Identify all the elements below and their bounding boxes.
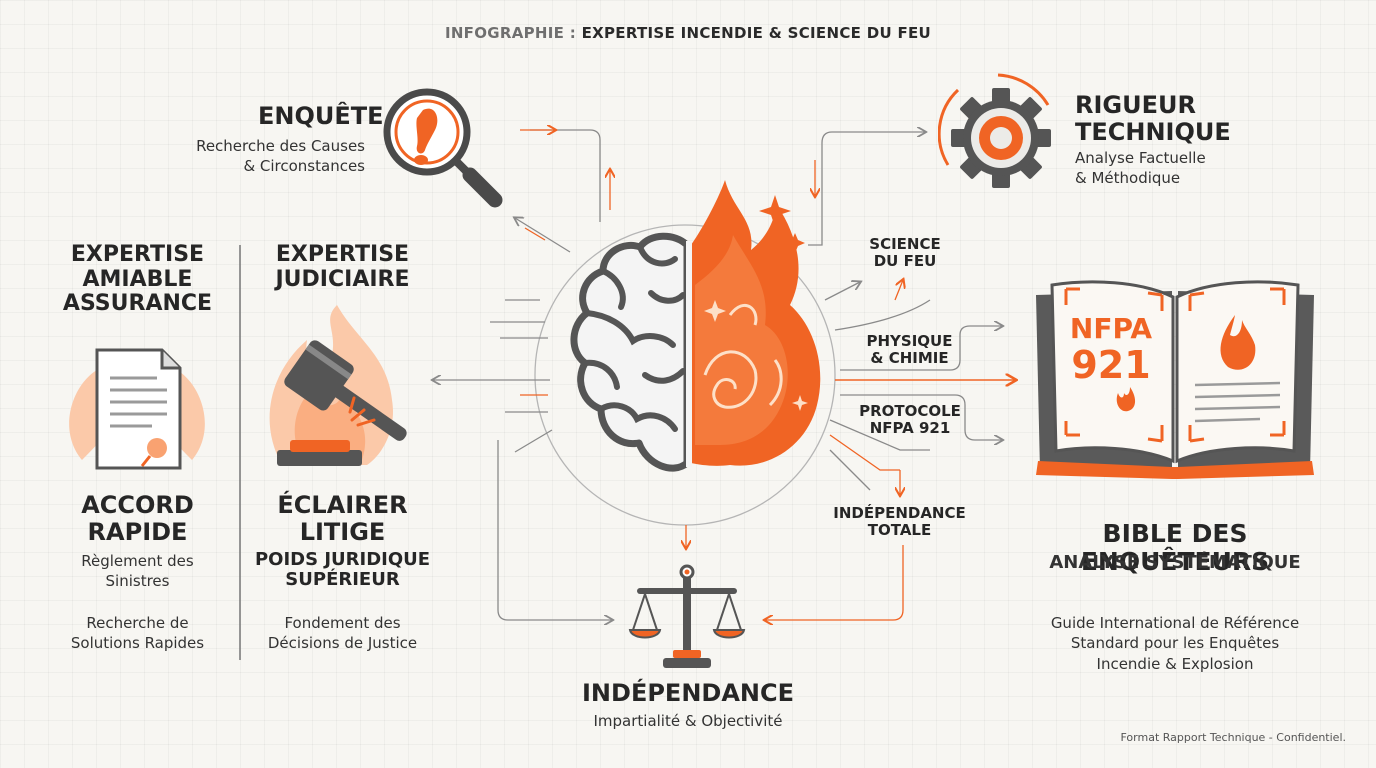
gear-icon (938, 73, 1051, 188)
book-icon (1036, 280, 1314, 479)
amiable-sub-4: Solutions Rapides (70, 634, 205, 653)
brain-flame-icon (570, 180, 821, 472)
amiable-result-1: ACCORD (81, 491, 194, 519)
node-physique-2: & CHIMIE (870, 349, 949, 368)
amiable-result-2: RAPIDE (87, 517, 188, 546)
amiable-title-3: ASSURANCE (62, 291, 213, 317)
independance-title: INDÉPENDANCE (582, 679, 794, 707)
rigueur-line-1: Analyse Factuelle (1075, 149, 1206, 167)
bible-line-2: Standard pour les Enquêtes (1070, 634, 1280, 653)
judiciaire-title-1: EXPERTISE (275, 242, 410, 267)
bible-description: Guide International de Référence Standar… (1010, 613, 1340, 674)
amiable-sub-2: Sinistres (105, 572, 170, 591)
node-science-1: SCIENCE (869, 235, 941, 253)
amiable-sub-3: Recherche de (86, 614, 189, 632)
enquete-title: ENQUÊTE (258, 102, 384, 130)
node-physique-1: PHYSIQUE (866, 332, 953, 350)
amiable-result: ACCORD RAPIDE (40, 492, 235, 546)
judiciaire-result-2: LITIGE (299, 517, 386, 546)
rigueur-title: RIGUEUR TECHNIQUE (1075, 92, 1231, 146)
judiciaire-sub-1: POIDS JURIDIQUE (254, 549, 431, 570)
node-indep-2: TOTALE (867, 521, 932, 540)
judiciaire-weight: POIDS JURIDIQUE SUPÉRIEUR (245, 549, 440, 591)
title-prefix: INFOGRAPHIE : (444, 24, 577, 42)
amiable-detail-1: Règlement des Sinistres (40, 551, 235, 592)
rigueur-description: Analyse Factuelle & Méthodique (1075, 148, 1206, 189)
enquete-line-1: Recherche des Causes (196, 137, 365, 155)
node-protocole-nfpa: PROTOCOLE NFPA 921 (845, 402, 975, 438)
rigueur-title-1: RIGUEUR (1075, 91, 1196, 119)
judiciaire-detail: Fondement des Décisions de Justice (245, 613, 440, 654)
rigueur-title-2: TECHNIQUE (1075, 117, 1231, 146)
book-cover-1: NFPA (1069, 312, 1153, 345)
book-cover-title: NFPA 921 (1054, 312, 1168, 387)
judiciaire-sub-4: Décisions de Justice (267, 634, 418, 653)
amiable-detail-2: Recherche de Solutions Rapides (40, 613, 235, 654)
enquete-line-2: & Circonstances (243, 157, 365, 176)
node-protocole-2: NFPA 921 (869, 419, 951, 438)
independance-subtitle: Impartialité & Objectivité (593, 712, 783, 730)
judiciaire-result-1: ÉCLAIRER (277, 491, 408, 519)
scales-icon (628, 564, 746, 668)
rigueur-line-2: & Méthodique (1075, 169, 1181, 188)
node-indep-1: INDÉPENDANCE (833, 504, 966, 522)
title-main: EXPERTISE INCENDIE & SCIENCE DU FEU (581, 24, 932, 42)
judiciaire-result: ÉCLAIRER LITIGE (245, 492, 440, 546)
enquete-description: Recherche des Causes & Circonstances (196, 136, 365, 177)
page-title: INFOGRAPHIE : EXPERTISE INCENDIE & SCIEN… (0, 24, 1376, 42)
bible-title: BIBLE DES ENQUÊTEURS (1080, 519, 1270, 576)
amiable-title: EXPERTISE AMIABLE ASSURANCE (40, 242, 235, 317)
footer-note: Format Rapport Technique - Confidentiel. (1120, 731, 1347, 744)
node-science-du-feu: SCIENCE DU FEU (850, 235, 960, 271)
book-cover-2: 921 (1071, 342, 1151, 387)
amiable-sub-1: Règlement des (81, 552, 194, 570)
magnifier-footprint-icon (383, 88, 503, 208)
node-physique-chimie: PHYSIQUE & CHIMIE (852, 332, 967, 368)
document-icon (69, 348, 205, 470)
judiciaire-sub-2: SUPÉRIEUR (285, 569, 400, 591)
node-protocole-1: PROTOCOLE (859, 402, 961, 420)
amiable-title-2: AMIABLE (82, 266, 193, 292)
bible-line-3: Incendie & Explosion (1096, 654, 1254, 673)
bible-line-1: Guide International de Référence (1050, 614, 1300, 632)
bible-subtitle: ANALYSE SYSTÉMATIQUE (1049, 552, 1301, 573)
amiable-title-1: EXPERTISE (70, 242, 205, 267)
judiciaire-sub-3: Fondement des (284, 614, 401, 632)
node-independance-totale: INDÉPENDANCE TOTALE (822, 504, 977, 540)
node-science-2: DU FEU (873, 252, 937, 271)
judiciaire-title-2: JUDICIAIRE (275, 266, 410, 292)
gavel-icon (269, 305, 407, 466)
judiciaire-title: EXPERTISE JUDICIAIRE (245, 242, 440, 292)
